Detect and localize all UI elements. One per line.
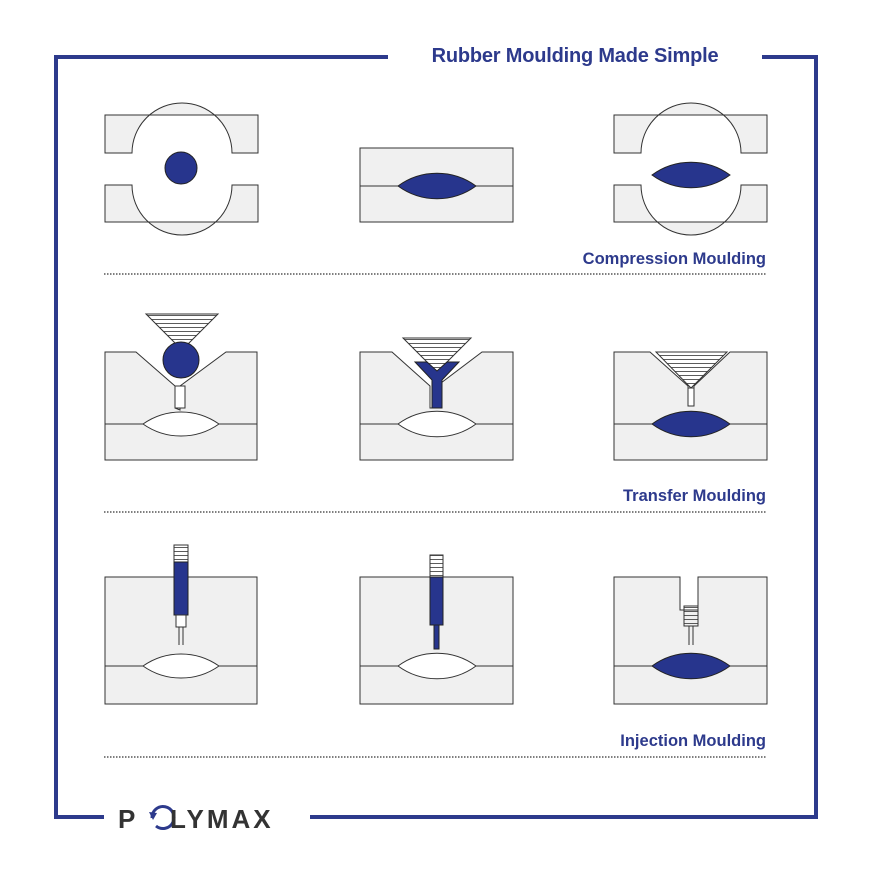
- injection-barrel: [173, 561, 189, 616]
- rubber-part: [397, 172, 477, 200]
- compression-step-3: [613, 102, 768, 236]
- logo-circle-arrow-icon: [149, 805, 176, 830]
- section-label-compression: Compression Moulding: [582, 250, 766, 268]
- compression-step-1: [104, 102, 259, 236]
- injection-nozzle: [433, 624, 440, 650]
- rubber-preform: [162, 341, 200, 379]
- injection-step-3: [613, 576, 768, 705]
- transfer-step-2: [359, 337, 514, 461]
- rubber-part: [651, 652, 731, 680]
- polymax-logo: P LYMAX: [104, 796, 310, 836]
- transfer-step-1: [104, 313, 258, 461]
- page-title: Rubber Moulding Made Simple: [388, 41, 762, 71]
- rubber-part: [651, 410, 731, 438]
- injection-barrel: [429, 576, 444, 626]
- rubber-flow: [413, 361, 461, 409]
- svg-text:LYMAX: LYMAX: [170, 804, 274, 834]
- section-label-transfer: Transfer Moulding: [622, 487, 766, 505]
- injection-step-2: [359, 554, 514, 705]
- rubber-part: [651, 161, 731, 189]
- injection-step-1: [104, 544, 258, 705]
- transfer-step-3: [613, 351, 768, 461]
- rubber-preform: [164, 151, 198, 185]
- compression-step-2: [359, 147, 514, 223]
- svg-text:P: P: [118, 804, 138, 834]
- section-label-injection: Injection Moulding: [620, 732, 766, 750]
